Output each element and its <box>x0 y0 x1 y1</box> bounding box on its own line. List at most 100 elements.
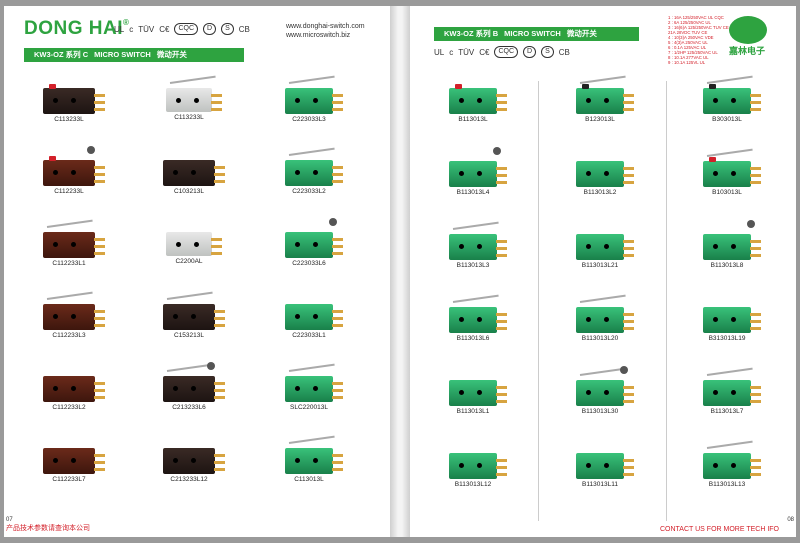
website-link[interactable]: www.donghai-switch.com <box>286 23 365 30</box>
actuator-lever <box>579 367 626 376</box>
mount-hole <box>586 244 591 249</box>
product-item[interactable]: B303013L <box>692 75 762 123</box>
terminal-pin <box>750 181 761 184</box>
terminal-pin <box>496 174 507 177</box>
mount-hole <box>713 98 718 103</box>
mount-hole <box>173 458 178 463</box>
product-item[interactable]: C223033L2 <box>274 147 344 195</box>
product-item[interactable]: C223033L3 <box>274 75 344 123</box>
terminal-pin <box>623 174 634 177</box>
product-item[interactable]: B113013L7 <box>692 367 762 415</box>
terminal-pin <box>214 389 225 392</box>
mount-hole <box>731 390 736 395</box>
part-number-label: C223033L1 <box>292 332 326 339</box>
product-item[interactable]: C113233L <box>154 75 224 121</box>
terminal-pin <box>496 466 507 469</box>
micro-switch-image <box>43 291 105 330</box>
terminal-pin <box>750 313 761 316</box>
website-link[interactable]: www.microswitch.biz <box>286 32 351 39</box>
product-item[interactable]: C112233L2 <box>34 376 105 411</box>
terminal-pin <box>214 468 225 471</box>
terminal-pin <box>496 167 507 170</box>
product-item[interactable]: C103213L <box>154 160 225 195</box>
mount-hole <box>604 98 609 103</box>
terminal-pin <box>496 247 507 250</box>
terminal-pin <box>496 240 507 243</box>
product-item[interactable]: B113013L12 <box>438 453 508 488</box>
roller-icon <box>493 147 501 155</box>
mount-hole <box>295 170 300 175</box>
mount-hole <box>194 98 199 103</box>
product-item[interactable]: C113233L <box>34 84 105 123</box>
product-item[interactable]: C112233L1 <box>34 219 105 267</box>
mount-hole <box>586 98 591 103</box>
product-item[interactable]: C223033L1 <box>274 304 344 339</box>
terminal-pin <box>211 94 222 97</box>
terminal-pin <box>332 108 343 111</box>
mount-hole <box>295 386 300 391</box>
product-item[interactable]: B113013L20 <box>565 294 635 342</box>
website-links[interactable]: www.donghai-switch.com www.microswitch.b… <box>286 22 365 40</box>
cert-mark: CB <box>238 24 250 34</box>
actuator-lever <box>288 75 335 84</box>
actuator-lever <box>452 294 499 303</box>
micro-switch-image <box>166 232 222 256</box>
product-item[interactable]: C213233L6 <box>154 362 225 411</box>
mount-hole <box>313 458 318 463</box>
product-item[interactable]: B313013L19 <box>692 307 762 342</box>
part-number-label: SLC220013L <box>290 404 328 411</box>
product-item[interactable]: B113013L3 <box>438 221 508 269</box>
product-item[interactable]: C112233L3 <box>34 291 105 339</box>
mount-hole <box>313 314 318 319</box>
product-item[interactable]: B113013L6 <box>438 294 508 342</box>
product-item[interactable]: C112233L <box>34 146 105 195</box>
product-item[interactable]: B113013L <box>438 84 508 123</box>
roller-icon <box>87 146 95 154</box>
terminal-pin <box>214 180 225 183</box>
mount-hole <box>459 244 464 249</box>
product-item[interactable]: B113013L8 <box>692 220 762 269</box>
terminal-pin <box>94 180 105 183</box>
mount-hole <box>731 317 736 322</box>
actuator-lever <box>288 435 335 444</box>
actuator-lever <box>288 363 335 372</box>
product-item[interactable]: B113013L13 <box>692 440 762 488</box>
product-item[interactable]: B103013L <box>692 148 762 196</box>
micro-switch-image <box>576 234 634 260</box>
product-item[interactable]: C113013L <box>274 435 344 483</box>
product-item[interactable]: B123013L <box>565 75 635 123</box>
product-item[interactable]: C153213L <box>154 291 225 339</box>
mount-hole <box>459 98 464 103</box>
product-item[interactable]: B113013L11 <box>565 453 635 488</box>
product-item[interactable]: C112233L7 <box>34 448 105 483</box>
product-item[interactable]: SLC220013L <box>274 363 344 411</box>
product-item[interactable]: C213233L12 <box>154 448 225 483</box>
product-item[interactable]: C223033L6 <box>274 218 344 267</box>
mount-hole <box>53 458 58 463</box>
part-number-label: C113233L <box>54 116 84 123</box>
terminal-pin <box>496 400 507 403</box>
terminal-pin <box>94 94 105 97</box>
mount-hole <box>71 98 76 103</box>
terminal-pin <box>623 247 634 250</box>
mount-hole <box>731 463 736 468</box>
terminal-pin <box>623 327 634 330</box>
actuator-lever <box>166 291 213 300</box>
product-item[interactable]: B113013L30 <box>565 366 635 415</box>
product-item[interactable]: C2200AL <box>154 232 224 265</box>
product-item[interactable]: B113013L4 <box>438 147 508 196</box>
product-item[interactable]: B113013L2 <box>565 161 635 196</box>
product-item[interactable]: B113013L21 <box>565 234 635 269</box>
part-number-label: C112233L1 <box>52 260 86 267</box>
part-number-label: B113013L7 <box>710 408 744 415</box>
terminal-pin <box>496 108 507 111</box>
micro-switch-image <box>43 448 105 474</box>
column-divider <box>538 81 539 521</box>
part-number-label: B123013L <box>585 116 615 123</box>
micro-switch-image <box>449 453 507 479</box>
product-item[interactable]: B113013L1 <box>438 380 508 415</box>
part-number-label: C223033L2 <box>292 188 326 195</box>
part-number-label: C223033L3 <box>292 116 326 123</box>
